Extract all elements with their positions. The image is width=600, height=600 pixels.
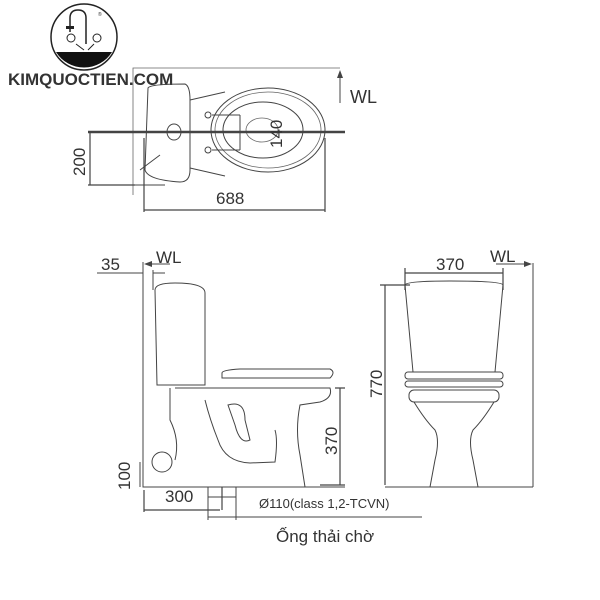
height-dimension: 770	[367, 370, 386, 398]
front-wall-label: WL	[490, 247, 516, 266]
top-wall-label: WL	[350, 87, 377, 107]
front-view: 370 WL 770	[367, 247, 534, 488]
seat-dimension: 140	[267, 120, 286, 148]
width-dimension: 370	[436, 255, 464, 274]
side-view: 35 WL 370 100 300 Ø110(class 1,2-TCVN) Ố…	[97, 248, 422, 546]
brand-logo: ®	[50, 3, 118, 71]
tank-front	[404, 280, 504, 373]
registered-mark: ®	[98, 11, 102, 18]
offset-dimension: 200	[70, 148, 89, 176]
top-view: WL 140 200 688	[70, 67, 377, 212]
seat-height-dimension: 370	[322, 427, 341, 455]
length-dimension: 688	[216, 189, 244, 208]
wall-gap-dimension: 35	[101, 255, 120, 274]
pipe-spec: Ø110(class 1,2-TCVN)	[259, 496, 390, 511]
tank-side	[154, 282, 206, 386]
outlet-distance-dimension: 300	[165, 487, 193, 506]
side-wall-label: WL	[156, 248, 182, 267]
pipe-caption: Ống thải chờ	[276, 526, 374, 546]
inlet-height-dimension: 100	[115, 462, 134, 490]
bowl-plan	[210, 87, 326, 173]
tank-plan	[144, 83, 191, 183]
brand-name: KIMQUOCTIEN.COM	[8, 70, 173, 89]
